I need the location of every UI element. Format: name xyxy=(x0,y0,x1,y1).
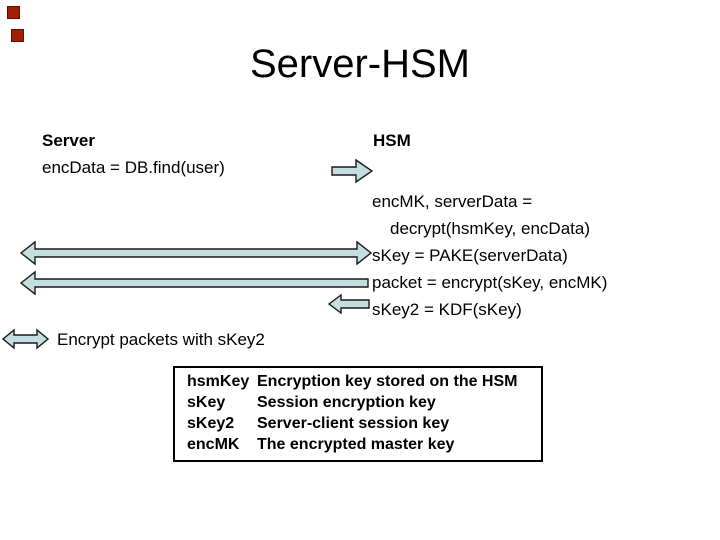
server-step-text: encData = DB.find(user) xyxy=(42,158,225,177)
slide-title: Server-HSM xyxy=(249,42,471,86)
hsm-column-heading: HSM xyxy=(373,131,411,150)
legend-row: sKey2 Server-client session key xyxy=(187,413,537,434)
hsm-step-text: packet = encrypt(sKey, encMK) xyxy=(372,273,608,292)
legend-definition: Session encryption key xyxy=(257,394,436,411)
footnote-text: Encrypt packets with sKey2 xyxy=(57,330,265,349)
legend-term: sKey xyxy=(187,394,226,411)
hsm-step-text: decrypt(hsmKey, encData) xyxy=(390,219,590,238)
hsm-step-text: encMK, serverData = xyxy=(372,192,533,211)
legend-table: hsmKey Encryption key stored on the HSM … xyxy=(173,366,543,462)
legend-term: sKey2 xyxy=(187,415,235,432)
legend-row: hsmKey Encryption key stored on the HSM xyxy=(187,371,537,392)
red-square-decoration xyxy=(7,6,20,19)
red-square-decoration xyxy=(11,29,24,42)
legend-definition: The encrypted master key xyxy=(257,436,455,453)
arrow-double-horizontal-icon xyxy=(20,240,372,266)
legend-definition: Server-client session key xyxy=(257,415,450,432)
hsm-step-text: sKey2 = KDF(sKey) xyxy=(372,300,522,319)
legend-row: sKey Session encryption key xyxy=(187,392,537,413)
legend-row: encMK The encrypted master key xyxy=(187,434,537,455)
legend-definition: Encryption key stored on the HSM xyxy=(257,373,518,390)
arrow-left-icon xyxy=(20,270,369,296)
hsm-step-text: sKey = PAKE(serverData) xyxy=(372,246,568,265)
legend-term: encMK xyxy=(187,436,240,453)
server-column-heading: Server xyxy=(42,131,95,150)
arrow-double-horizontal-icon xyxy=(2,328,49,350)
arrow-right-icon xyxy=(331,158,373,184)
arrow-left-icon xyxy=(328,293,370,315)
legend-term: hsmKey xyxy=(187,373,250,390)
